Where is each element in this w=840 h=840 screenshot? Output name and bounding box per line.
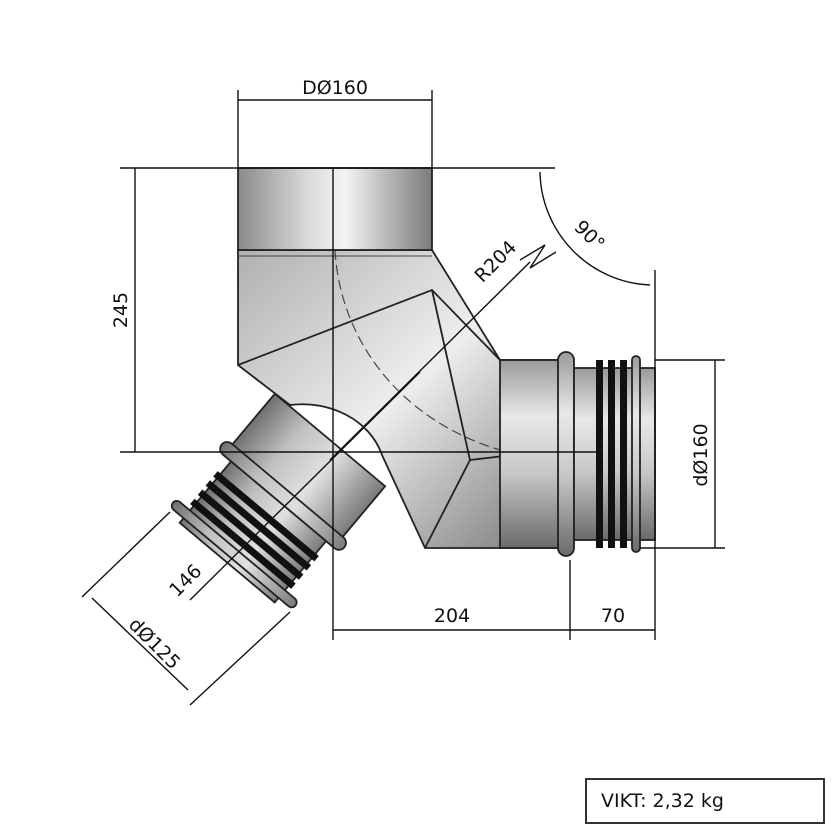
seal-ring [620,360,627,548]
dim-top-diameter: DØ160 [302,77,368,99]
dim-branch-length: 146 [165,560,206,601]
dim-height: 245 [110,292,132,328]
dim-offset: 204 [434,605,470,627]
seal-ring [213,471,319,562]
dim-branch-diameter: dØ125 [124,614,184,674]
bead-ring [170,500,298,609]
seal-ring [190,498,296,589]
top-socket [237,167,433,251]
bead-ring [557,351,575,557]
seal-ring [596,360,603,548]
right-spigot [499,351,656,557]
dim-radius: R204 [470,236,521,287]
branch-pipe [170,392,387,609]
dimension-lines [91,99,716,691]
seal-ring [608,360,615,548]
seal-ring [197,489,304,580]
bead-ring [631,355,641,553]
dim-angle: 90° [570,216,609,255]
seal-ring [205,480,312,571]
extension-lines [81,90,725,706]
weight-label: VIKT: 2,32 kg [585,778,825,824]
dim-right-diameter: dØ160 [690,423,712,486]
dim-spigot-length: 70 [601,605,625,627]
